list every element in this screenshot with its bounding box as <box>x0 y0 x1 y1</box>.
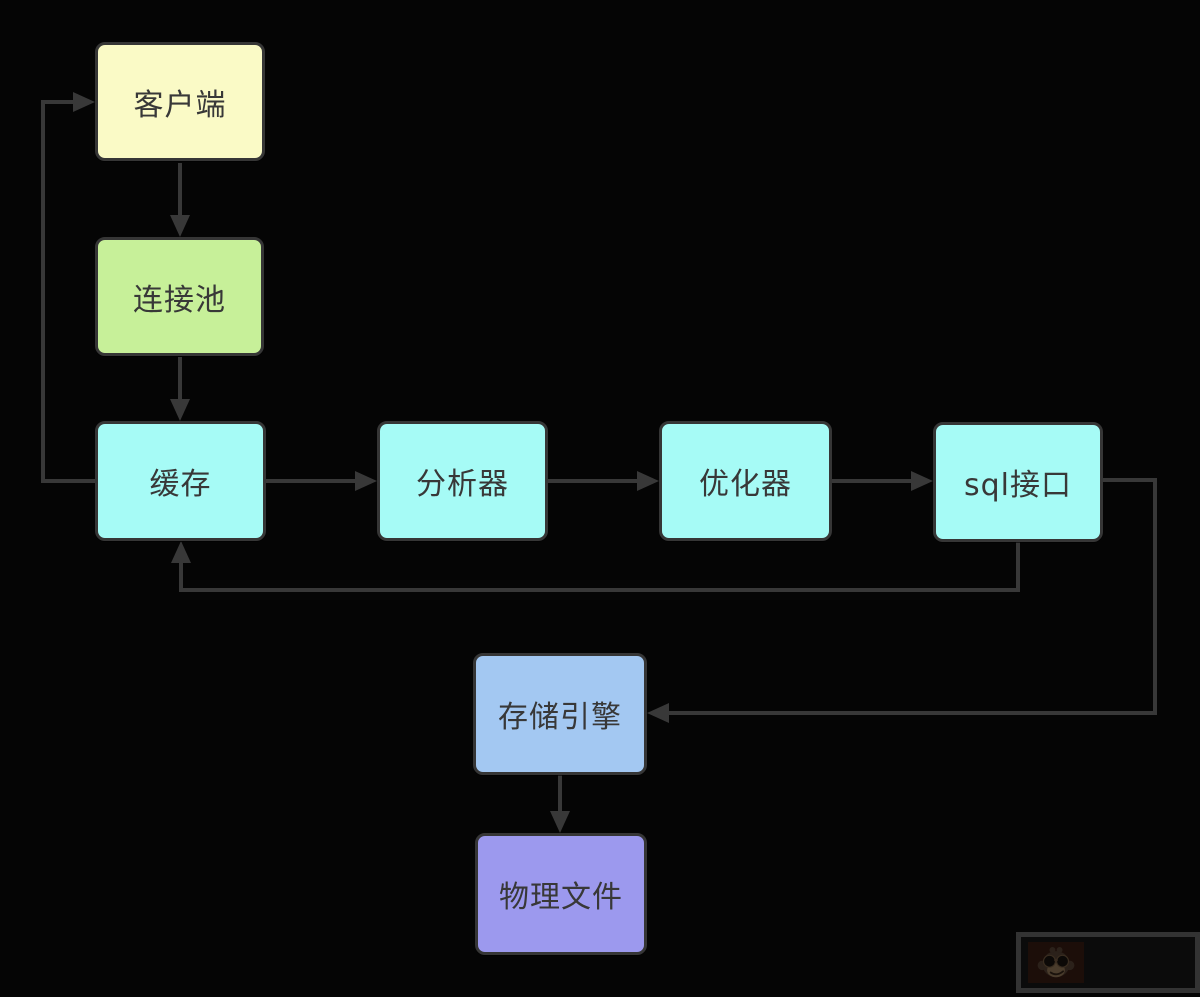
node-physical-file-label: 物理文件 <box>499 880 623 915</box>
arrowhead-cache-to-analyzer <box>355 471 377 491</box>
node-cache: 缓存 <box>95 421 266 541</box>
node-sql-interface: sql接口 <box>933 422 1103 542</box>
node-analyzer-label: 分析器 <box>416 467 509 502</box>
arrowhead-storage-engine-to-physical-file <box>550 811 570 833</box>
node-storage-engine: 存储引擎 <box>473 653 647 775</box>
watermark <box>1016 932 1200 993</box>
node-optimizer-label: 优化器 <box>699 467 792 502</box>
edge-cache-to-client <box>41 100 95 483</box>
arrowhead-client-to-connection-pool <box>170 215 190 237</box>
node-optimizer: 优化器 <box>659 421 832 541</box>
node-connection-pool-label: 连接池 <box>133 282 226 318</box>
node-analyzer: 分析器 <box>377 421 548 541</box>
arrowhead-optimizer-to-sql-interface <box>911 471 933 491</box>
monkey-logo-icon <box>1028 942 1084 983</box>
edge-sql-interface-to-cache <box>179 542 1020 592</box>
node-sql-interface-label: sql接口 <box>963 468 1072 503</box>
node-physical-file: 物理文件 <box>475 833 647 955</box>
node-client: 客户端 <box>95 42 265 161</box>
node-cache-label: 缓存 <box>149 467 212 502</box>
arrowhead-analyzer-to-optimizer <box>637 471 659 491</box>
node-connection-pool: 连接池 <box>95 237 264 356</box>
arrowhead-connection-pool-to-cache <box>170 399 190 421</box>
arrowhead-cache-to-client <box>73 92 95 112</box>
arrowhead-sql-interface-to-cache <box>171 541 191 563</box>
arrowhead-sql-interface-to-storage-engine <box>647 703 669 723</box>
node-client-label: 客户端 <box>133 87 227 123</box>
node-storage-engine-label: 存储引擎 <box>498 700 622 735</box>
